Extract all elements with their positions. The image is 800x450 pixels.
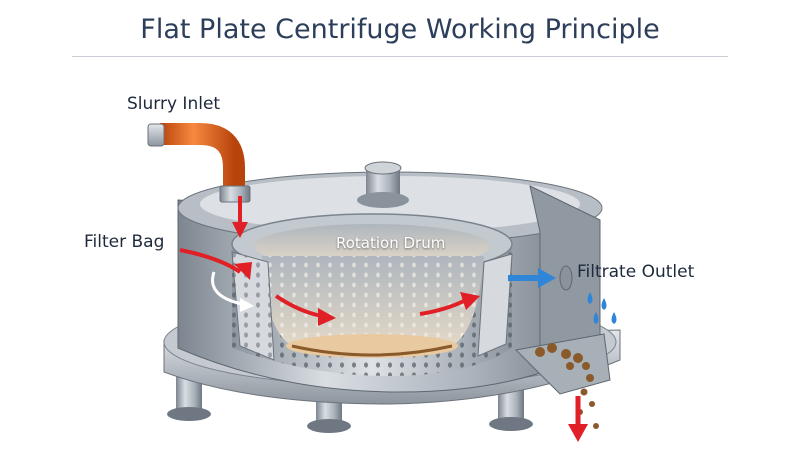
radial-flow-arrow-right — [419, 292, 480, 316]
filtrate-outlet-label: Filtrate Outlet — [577, 262, 695, 282]
rotation-drum-label: Rotation Drum — [336, 234, 446, 252]
solids-discharge-chute — [514, 333, 611, 429]
slurry-inlet-label: Slurry Inlet — [127, 94, 221, 114]
flow-arrows — [179, 196, 588, 442]
filter-bag-label: Filter Bag — [84, 232, 165, 252]
rotation-arrow-white — [211, 271, 254, 312]
filter-bag-pointer-arrow — [179, 248, 252, 280]
filtrate-flow-arrow — [508, 268, 556, 288]
radial-flow-arrow-left — [274, 294, 336, 326]
top-hub — [357, 161, 409, 208]
slurry-inlet-pipe — [147, 123, 251, 203]
rotation-drum — [231, 213, 513, 376]
title-divider — [72, 56, 728, 57]
solids-discharge-arrow — [568, 396, 588, 442]
filtrate-outlet-nozzle — [559, 265, 617, 324]
diagram-title: Flat Plate Centrifuge Working Principle — [140, 14, 660, 45]
slurry-feed-arrow — [232, 196, 248, 238]
